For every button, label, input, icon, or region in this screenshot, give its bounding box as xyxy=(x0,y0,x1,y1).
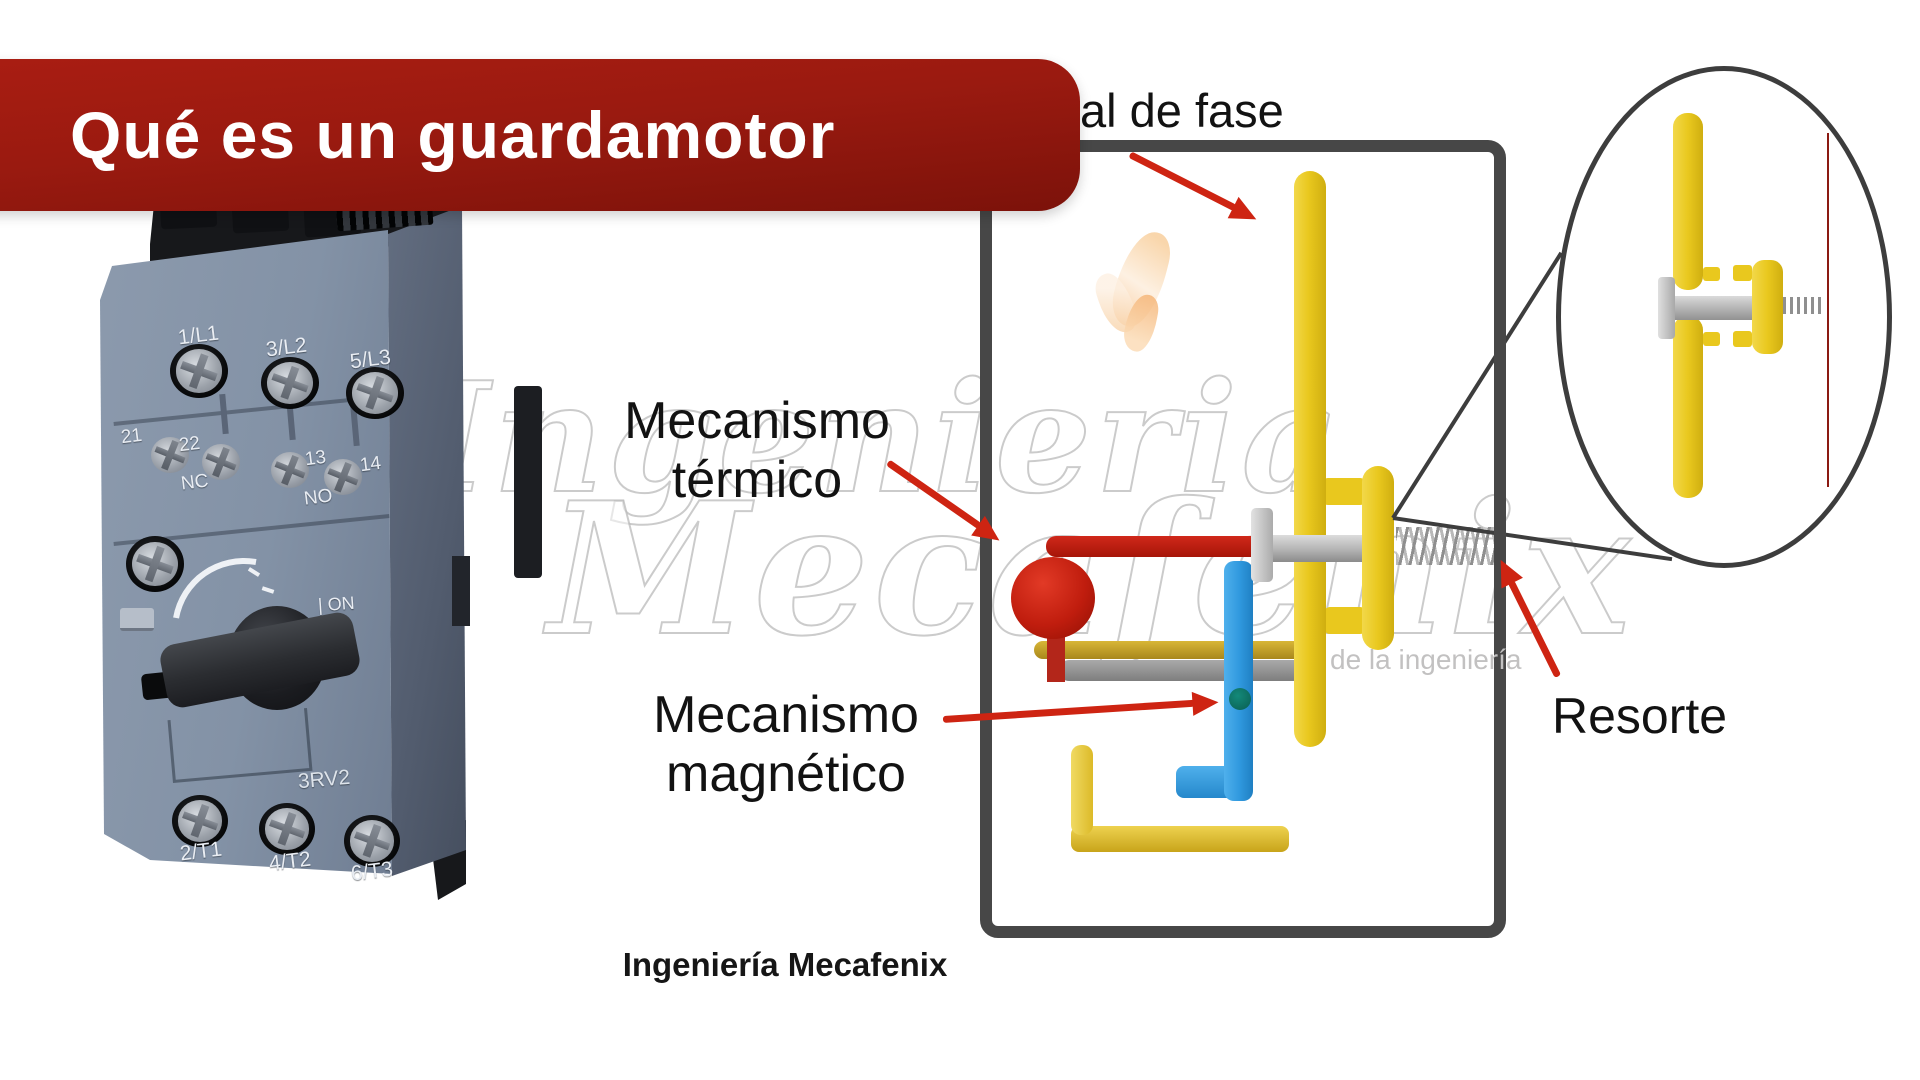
phase-label: al de fase xyxy=(1080,84,1284,137)
footer-brand-text: Ingeniería Mecafenix xyxy=(622,946,948,983)
terminal-label-6T3: 6/T3 xyxy=(349,857,395,886)
watermark-script-line2: Mecafenix xyxy=(547,462,1635,676)
front-panel-groove xyxy=(167,708,313,783)
aux-label-nc: NC xyxy=(179,470,210,495)
watermark-tagline: de la ingeniería xyxy=(1330,644,1522,675)
screw-icon xyxy=(175,349,223,393)
magnified-nub xyxy=(1703,332,1720,346)
thermal-mechanism-label: Mecanismo térmico xyxy=(557,392,957,510)
terminal-label-2T1: 2/T1 xyxy=(178,837,224,866)
breaker-side-panel xyxy=(388,206,466,876)
screw-icon xyxy=(349,820,395,862)
trip-bolt-shaft xyxy=(1273,535,1365,562)
magnified-bolt-thread xyxy=(1783,297,1825,314)
aux-screw-14 xyxy=(324,459,362,495)
diagram-frame xyxy=(980,140,1506,938)
title-banner: Qué es un guardamotor xyxy=(0,59,1080,211)
contact-nub-lower xyxy=(1324,607,1366,634)
magnified-moving-contact xyxy=(1752,260,1783,354)
terminal-screw-5L3 xyxy=(346,367,404,419)
pivot-dot xyxy=(1229,688,1251,710)
aux-screw-13 xyxy=(271,452,309,488)
magnified-washer xyxy=(1658,277,1675,339)
solenoid-end-cap xyxy=(1071,745,1093,835)
breaker-left-clip xyxy=(120,608,154,631)
magnifier-ellipse xyxy=(1556,66,1892,568)
screw-icon xyxy=(264,808,310,850)
aux-label-no: NO xyxy=(302,485,334,510)
terminal-screw-3L2 xyxy=(261,357,319,409)
spring-coil xyxy=(1396,527,1496,565)
breaker-din-clip xyxy=(514,386,542,578)
terminal-screw-6T3 xyxy=(344,815,400,867)
terminal-label-4T2: 4/T2 xyxy=(267,847,313,876)
adjustment-dial-screw xyxy=(126,536,184,592)
aux-label-13: 13 xyxy=(303,446,328,471)
breaker-side-notch xyxy=(452,556,470,626)
thermal-label-line1: Mecanismo xyxy=(624,392,890,450)
aux-label-14: 14 xyxy=(358,452,383,477)
screw-icon xyxy=(131,541,179,587)
model-label: 3RV2 xyxy=(297,765,352,794)
aux-screw-22 xyxy=(202,444,240,480)
aux-screw-21 xyxy=(151,437,189,473)
screw-icon xyxy=(351,372,399,414)
terminal-label-5L3: 5/L3 xyxy=(348,345,393,374)
terminal-screw-2T1 xyxy=(172,795,228,847)
magnified-nub xyxy=(1733,265,1752,281)
aux-label-21: 21 xyxy=(119,424,144,449)
page-title: Qué es un guardamotor xyxy=(70,98,836,172)
magnetic-label-line1: Mecanismo xyxy=(653,686,919,744)
contact-nub-upper xyxy=(1322,478,1366,505)
trip-bolt-washer xyxy=(1251,508,1273,582)
terminal-label-1L1: 1/L1 xyxy=(176,321,221,350)
terminal-screw-1L1 xyxy=(170,344,228,398)
terminal-label-3L2: 3/L2 xyxy=(264,333,309,362)
phase-contact-bar xyxy=(1294,171,1326,747)
screw-icon xyxy=(266,362,314,404)
moving-contact-bar xyxy=(1362,466,1394,650)
solenoid-base xyxy=(1071,826,1289,852)
magnified-nub xyxy=(1733,331,1752,347)
magnetic-mechanism-label: Mecanismo magnético xyxy=(586,686,986,804)
thermal-element-ball xyxy=(1011,557,1095,639)
screw-icon xyxy=(177,800,223,842)
spring-label: Resorte xyxy=(1552,688,1728,744)
terminal-screw-4T2 xyxy=(259,803,315,855)
watermark-script-line1: Ingenieria xyxy=(417,348,1344,527)
red-guide-line xyxy=(1827,133,1829,487)
thermal-label-line2: térmico xyxy=(671,450,843,509)
magnetic-plunger-rod xyxy=(1224,561,1253,801)
bimetal-strip xyxy=(1046,536,1256,557)
magnified-nub xyxy=(1703,267,1720,281)
aux-label-22: 22 xyxy=(177,432,202,457)
magnetic-label-line2: magnético xyxy=(666,744,906,803)
magnified-contact-bar-upper xyxy=(1673,113,1703,290)
magnified-contact-bar-lower xyxy=(1673,316,1703,498)
